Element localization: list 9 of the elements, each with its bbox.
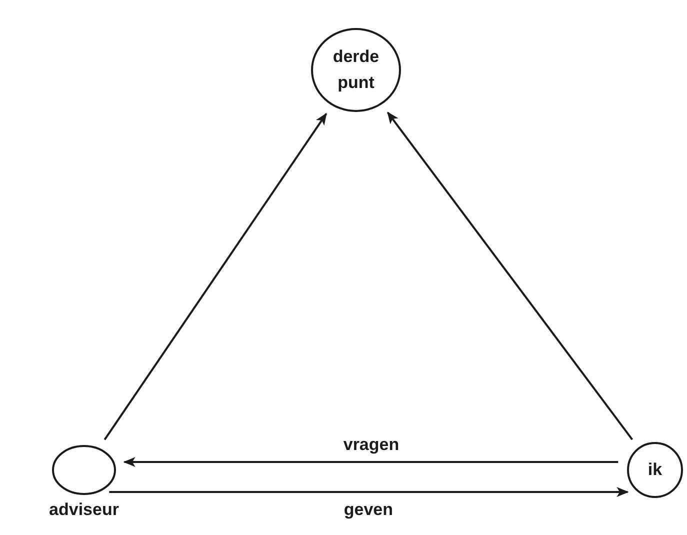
arrow [104, 112, 328, 440]
node-label: ik [646, 459, 664, 481]
arrow [386, 112, 634, 440]
circle-node [627, 442, 683, 498]
arrow [109, 487, 629, 497]
circle-node [311, 28, 401, 112]
node-label: derde punt [332, 46, 380, 94]
node-label: adviseur [48, 499, 120, 521]
arrow [123, 457, 618, 467]
